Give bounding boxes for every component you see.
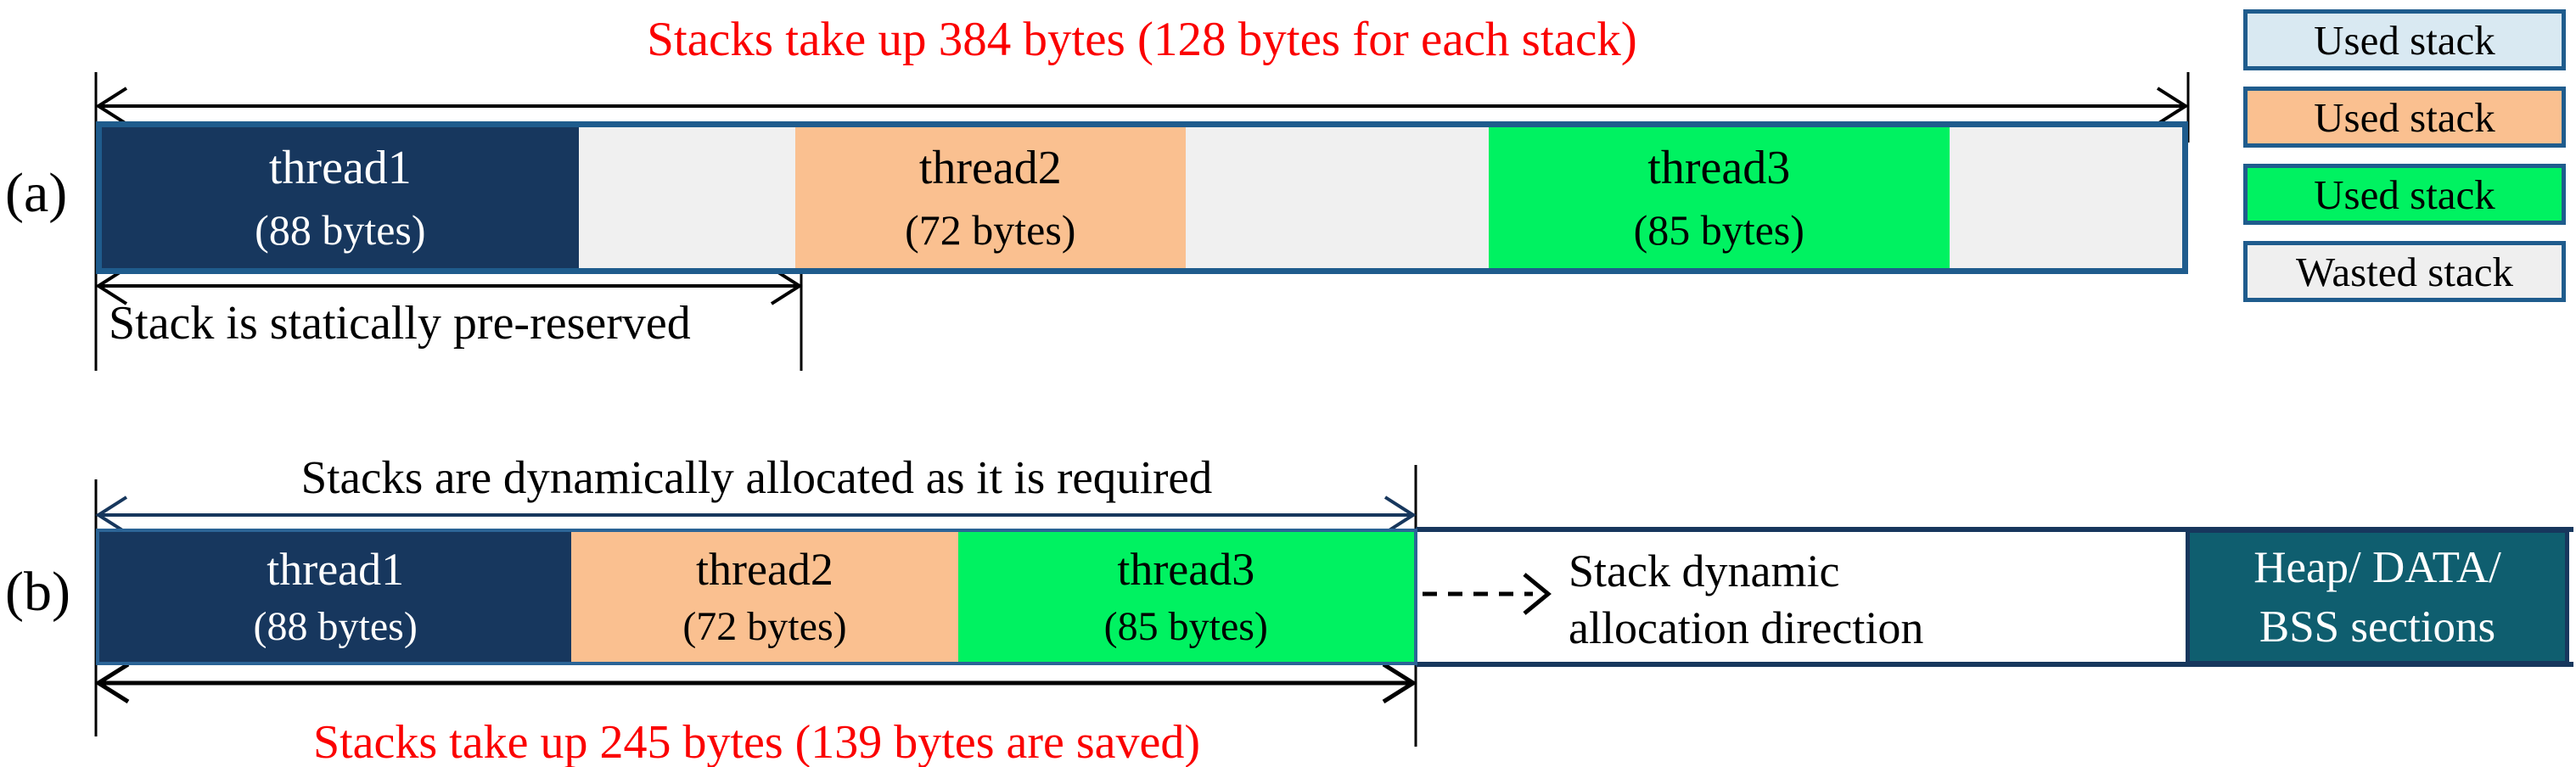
thread3-size: (85 bytes) xyxy=(1103,604,1268,649)
panel-a-title: Stacks take up 384 bytes (128 bytes for … xyxy=(647,13,1637,66)
legend-item-used-blue: Used stack xyxy=(2243,9,2566,70)
thread3-size: (85 bytes) xyxy=(1633,206,1804,254)
panel-b-label: (b) xyxy=(5,561,70,623)
span-arrow-245-bytes xyxy=(94,662,1417,704)
wasted-stack-block xyxy=(1186,127,1489,268)
thread1-block: thread1 (88 bytes) xyxy=(102,127,579,268)
thread3-name: thread3 xyxy=(1647,142,1791,194)
static-stack-bar: thread1 (88 bytes) thread2 (72 bytes) th… xyxy=(96,121,2188,274)
panel-a-annotation: Stack is statically pre-reserved xyxy=(109,297,691,350)
thread2-block: thread2 (72 bytes) xyxy=(795,127,1186,268)
panel-b-heading: Stacks are dynamically allocated as it i… xyxy=(300,451,1213,503)
direction-label: Stack dynamic allocation direction xyxy=(1569,543,1923,657)
thread1-size: (88 bytes) xyxy=(253,604,418,649)
thread3-name: thread3 xyxy=(1117,544,1255,595)
thread2-size: (72 bytes) xyxy=(905,206,1076,254)
span-arrow-384-bytes xyxy=(95,87,2189,126)
heap-label-line1: Heap/ DATA/ xyxy=(2253,542,2501,592)
legend-item-used-green: Used stack xyxy=(2243,164,2566,225)
panel-a-label: (a) xyxy=(5,162,68,224)
legend-label: Used stack xyxy=(2314,171,2495,218)
dashed-direction-arrow-icon xyxy=(1423,573,1552,615)
direction-label-line2: allocation direction xyxy=(1569,602,1924,653)
panel-b-summary: Stacks take up 245 bytes (139 bytes are … xyxy=(312,716,1201,767)
legend-item-used-orange: Used stack xyxy=(2243,87,2566,148)
thread1-size: (88 bytes) xyxy=(255,206,426,254)
legend-label: Used stack xyxy=(2314,16,2495,64)
thread3-block: thread3 (85 bytes) xyxy=(1488,127,1950,268)
dynamic-stack-bar: thread1 (88 bytes) thread2 (72 bytes) th… xyxy=(96,529,1417,665)
legend-label: Used stack xyxy=(2314,93,2495,141)
thread1-block: thread1 (88 bytes) xyxy=(99,532,572,662)
wasted-stack-block xyxy=(579,127,795,268)
legend-label: Wasted stack xyxy=(2296,248,2513,295)
thread1-name: thread1 xyxy=(267,544,405,595)
legend-item-wasted: Wasted stack xyxy=(2243,241,2566,302)
heap-data-bss-block: Heap/ DATA/ BSS sections xyxy=(2186,529,2569,665)
thread2-name: thread2 xyxy=(696,544,833,595)
wasted-stack-block xyxy=(1950,127,2182,268)
thread3-block: thread3 (85 bytes) xyxy=(957,532,1414,662)
direction-label-line1: Stack dynamic xyxy=(1569,546,1840,596)
heap-label-line2: BSS sections xyxy=(2259,602,2496,652)
thread2-name: thread2 xyxy=(918,142,1062,194)
thread2-size: (72 bytes) xyxy=(682,604,847,649)
thread2-block: thread2 (72 bytes) xyxy=(571,532,958,662)
thread1-name: thread1 xyxy=(268,142,412,194)
legend: Used stack Used stack Used stack Wasted … xyxy=(2243,9,2566,318)
